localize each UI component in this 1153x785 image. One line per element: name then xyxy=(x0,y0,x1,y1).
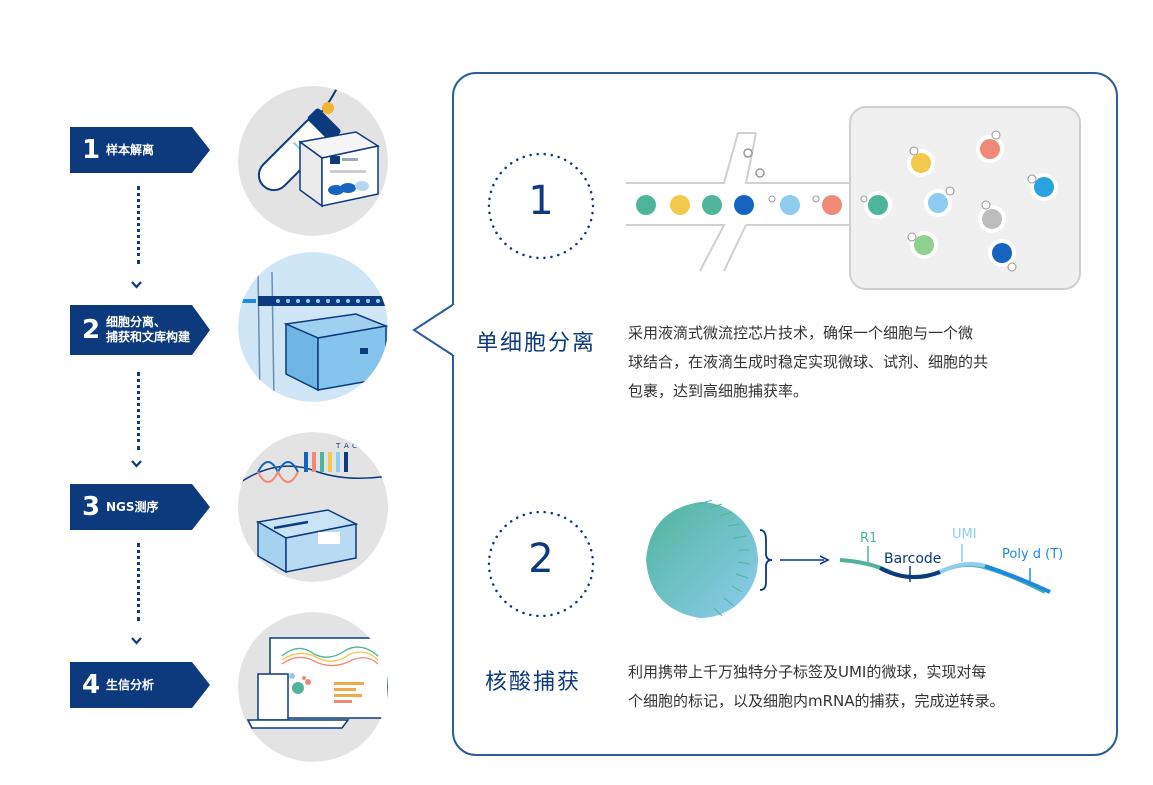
cell-capture-illustration xyxy=(238,252,388,402)
ngs-sequencing-illustration: T A C G xyxy=(238,432,388,582)
chevron-down-icon xyxy=(131,281,142,289)
sequence-letter: A xyxy=(344,442,349,450)
r1-label: R1 xyxy=(860,531,877,546)
section-1-badge xyxy=(487,152,595,260)
step-number: 2 xyxy=(81,315,101,345)
polyd-label: Poly d (T) xyxy=(1002,547,1063,562)
step-2-arrow: 2 细胞分离、 捕获和文库构建 xyxy=(70,305,210,355)
step-label-line: 细胞分离、 xyxy=(106,315,167,329)
description-line: 个细胞的标记，以及细胞内mRNA的捕获，完成逆转录。 xyxy=(628,692,1005,710)
barcoded-bead-diagram: R1 Barcode UMI Poly d (T) xyxy=(646,500,1063,618)
step-label-line: NGS测序 xyxy=(106,499,159,514)
section-1-number: 1 xyxy=(528,178,554,224)
bioinformatics-illustration xyxy=(238,612,388,762)
step-connector xyxy=(137,543,144,621)
step-label: 生信分析 xyxy=(106,678,154,693)
step-3-arrow: 3 NGS测序 xyxy=(70,484,210,530)
droplet-microfluidics-diagram xyxy=(626,106,1081,290)
sequence-letter: G xyxy=(360,442,365,450)
step-label-line: 捕获和文库构建 xyxy=(106,330,191,344)
step-4-arrow: 4 生信分析 xyxy=(70,662,210,708)
section-2-number: 2 xyxy=(528,536,554,582)
description-line: 包裹，达到高细胞捕获率。 xyxy=(628,382,809,400)
step-connector xyxy=(137,186,144,264)
sequence-letter: T xyxy=(335,442,341,450)
section-1-description: 采用液滴式微流控芯片技术，确保一个细胞与一个微 球结合，在液滴生成时稳定实现微球… xyxy=(628,319,988,406)
chevron-down-icon xyxy=(131,460,142,468)
description-line: 采用液滴式微流控芯片技术，确保一个细胞与一个微 xyxy=(628,324,974,342)
sequence-letter: C xyxy=(352,442,357,450)
step-number: 1 xyxy=(81,135,101,165)
umi-label: UMI xyxy=(952,527,977,542)
panel-pointer xyxy=(412,303,456,357)
step-label: 细胞分离、 捕获和文库构建 xyxy=(106,315,190,345)
barcode-label: Barcode xyxy=(884,551,941,567)
description-line: 利用携带上千万独特分子标签及UMI的微球，实现对每 xyxy=(628,663,987,681)
step-label: NGS测序 xyxy=(106,500,159,515)
sample-dissociation-illustration xyxy=(238,86,388,236)
step-number: 4 xyxy=(81,670,101,700)
chevron-down-icon xyxy=(131,637,142,645)
step-number: 3 xyxy=(81,492,101,522)
section-1-title: 单细胞分离 xyxy=(476,331,597,356)
section-2-title: 核酸捕获 xyxy=(485,670,582,695)
section-2-badge xyxy=(487,510,595,618)
step-label-line: 样本解离 xyxy=(106,142,155,157)
step-connector xyxy=(137,372,144,450)
step-label-line: 生信分析 xyxy=(106,677,155,692)
step-label: 样本解离 xyxy=(106,143,154,158)
step-1-arrow: 1 样本解离 xyxy=(70,127,210,173)
description-line: 球结合，在液滴生成时稳定实现微球、试剂、细胞的共 xyxy=(628,353,989,371)
section-2-description: 利用携带上千万独特分子标签及UMI的微球，实现对每 个细胞的标记，以及细胞内mR… xyxy=(628,658,1005,716)
